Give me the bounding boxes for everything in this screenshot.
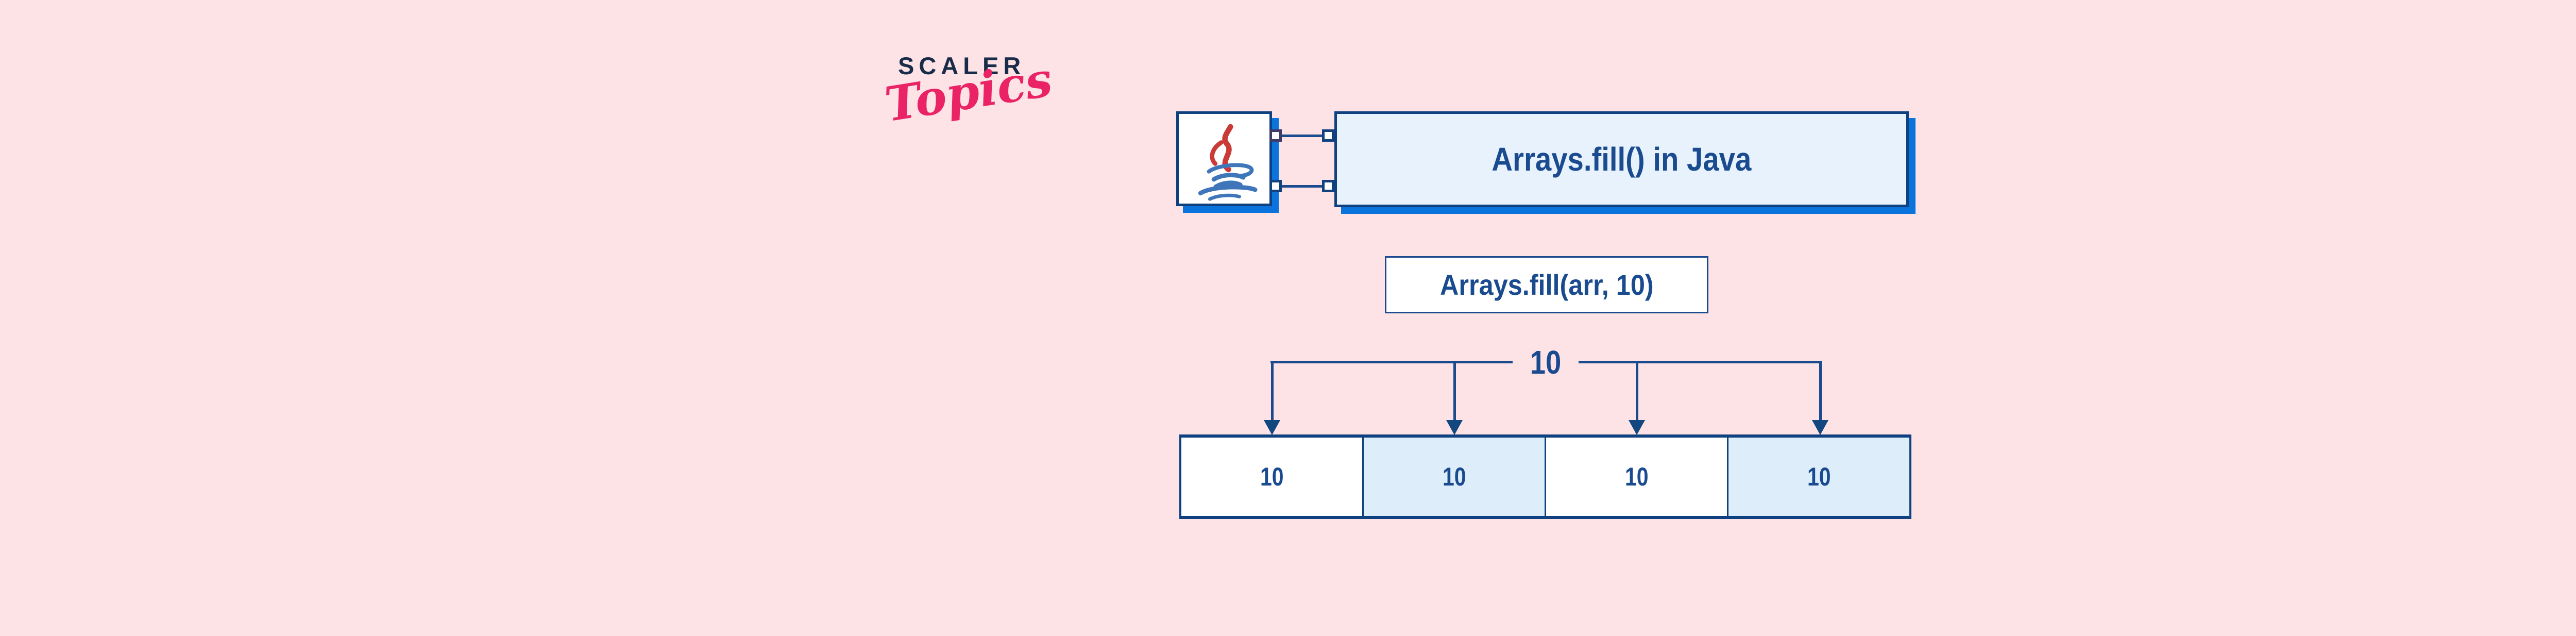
scaler-brand-text: SCALER bbox=[898, 52, 1026, 79]
array-cell-value: 10 bbox=[1260, 462, 1284, 491]
scaler-topics-logo: SCALER Topics bbox=[881, 49, 1056, 158]
array-cell-value: 10 bbox=[1807, 462, 1831, 491]
down-arrow-line-3 bbox=[1636, 361, 1638, 421]
title-banner: Arrays.fill() in Java bbox=[1334, 111, 1909, 207]
connector-square-bottom-right bbox=[1322, 180, 1334, 192]
down-arrow-line-2 bbox=[1453, 361, 1456, 421]
down-arrow-head-1 bbox=[1264, 420, 1280, 435]
array-cell: 10 bbox=[1362, 438, 1545, 516]
array-cell-value: 10 bbox=[1624, 462, 1649, 491]
distribution-line-right bbox=[1579, 361, 1821, 363]
fill-value-label: 10 bbox=[1530, 344, 1562, 381]
java-icon-box bbox=[1176, 111, 1272, 206]
connector-square-bottom-left bbox=[1269, 180, 1282, 192]
array-cell: 10 bbox=[1545, 438, 1727, 516]
connector-square-top-left bbox=[1269, 129, 1282, 142]
code-box: Arrays.fill(arr, 10) bbox=[1385, 256, 1708, 313]
code-text: Arrays.fill(arr, 10) bbox=[1439, 269, 1654, 301]
down-arrow-line-4 bbox=[1819, 361, 1822, 421]
distribution-line-left bbox=[1270, 361, 1513, 363]
array-cell-value: 10 bbox=[1442, 462, 1466, 491]
down-arrow-head-2 bbox=[1446, 420, 1463, 435]
connector-line-bottom bbox=[1275, 185, 1332, 188]
connector-line-top bbox=[1275, 135, 1332, 137]
java-logo-icon bbox=[1198, 124, 1258, 201]
page-title: Arrays.fill() in Java bbox=[1492, 141, 1752, 178]
connector-square-top-right bbox=[1322, 129, 1334, 142]
down-arrow-head-3 bbox=[1629, 420, 1645, 435]
down-arrow-line-1 bbox=[1271, 361, 1274, 421]
down-arrow-head-4 bbox=[1812, 420, 1828, 435]
array-container: 10 10 10 10 bbox=[1179, 434, 1911, 519]
array-cell: 10 bbox=[1727, 438, 1909, 516]
array-cell: 10 bbox=[1181, 438, 1362, 516]
